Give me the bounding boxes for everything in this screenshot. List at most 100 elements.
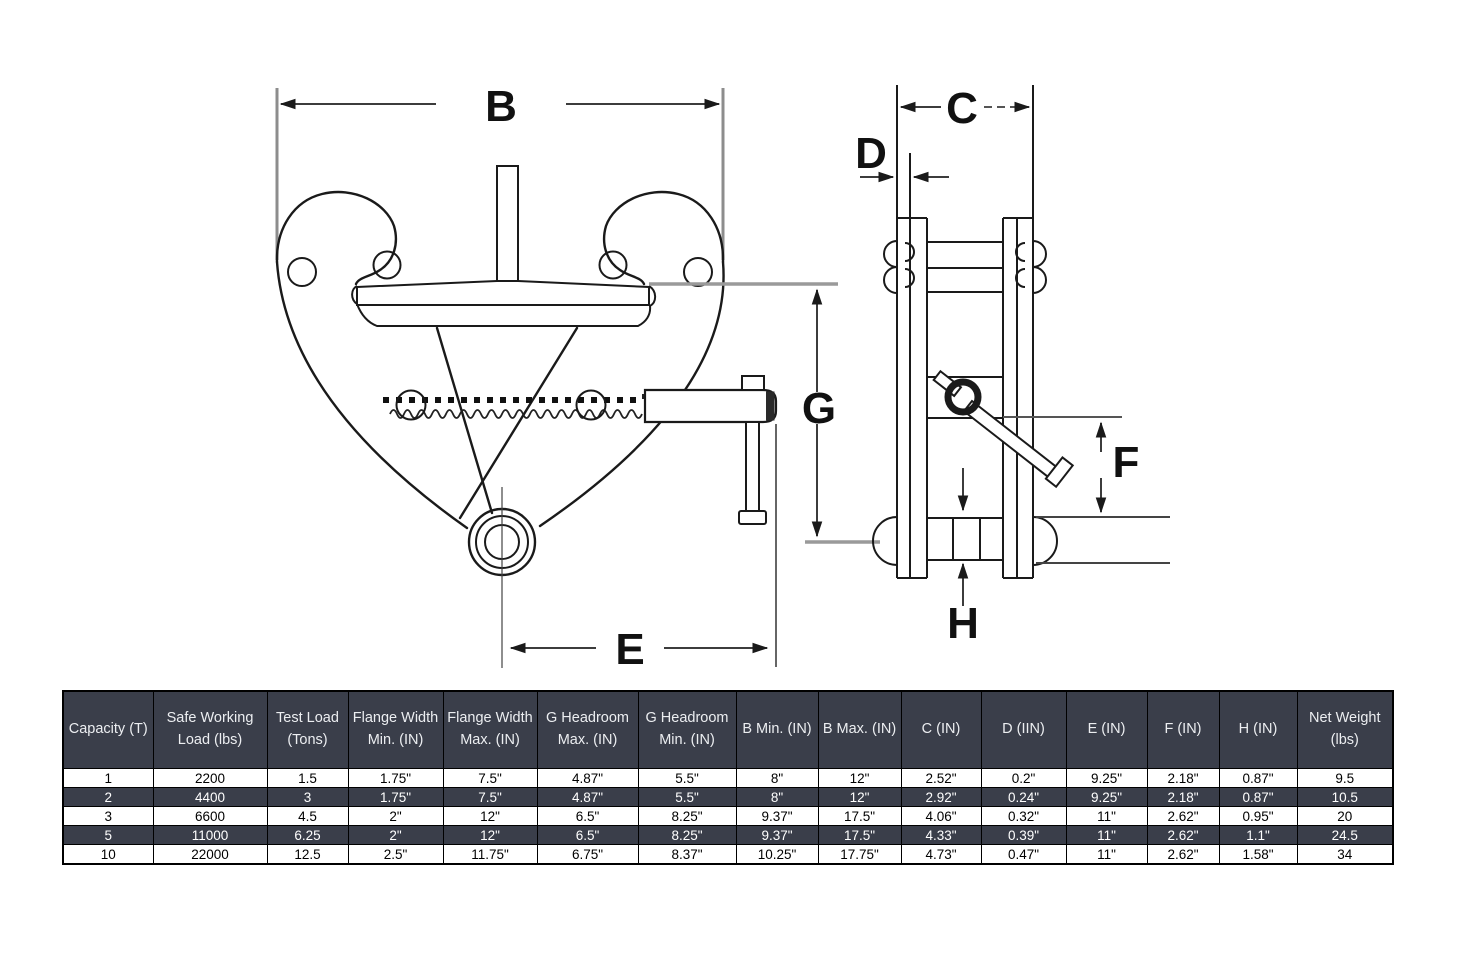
dimension-f: F [1003, 416, 1139, 514]
table-cell: 6.5" [536, 806, 639, 826]
table-cell: 17.5" [817, 806, 902, 826]
table-cell: 1.75" [347, 768, 444, 788]
table-cell: 12.5 [266, 844, 349, 865]
dimension-h-label: H [947, 599, 979, 648]
table-cell: 4.33" [900, 825, 982, 845]
table-cell: 12" [817, 787, 902, 807]
table-cell: 2" [347, 825, 444, 845]
tommy-bar-front [643, 375, 778, 525]
table-cell: 24.5 [1296, 825, 1394, 845]
table-cell: 4.73" [900, 844, 982, 865]
jaw-hole [287, 257, 317, 287]
spec-table-container: Capacity (T)Safe Working Load (lbs)Test … [62, 690, 1394, 865]
table-cell: 8" [735, 787, 819, 807]
table-cell: 12" [442, 825, 538, 845]
table-cell: 2.62" [1146, 825, 1220, 845]
table-cell: 9.5 [1296, 768, 1394, 788]
clamp-jaw [351, 285, 657, 327]
cross-bars [927, 241, 1003, 419]
table-cell: 0.2" [980, 768, 1067, 788]
dimension-c-label: C [946, 84, 978, 133]
table-cell: 0.47" [980, 844, 1067, 865]
table-cell: 7.5" [442, 787, 538, 807]
table-cell: 9.37" [735, 825, 819, 845]
table-cell: 4.5 [266, 806, 349, 826]
jaw-scrolls-side [883, 240, 1047, 294]
dimension-g-label: G [802, 384, 836, 433]
front-view: B [275, 82, 880, 674]
column-header: Safe Working Load (lbs) [152, 690, 268, 769]
table-cell: 22000 [152, 844, 268, 865]
column-header: B Min. (IN) [735, 690, 819, 769]
dimension-b: B [275, 82, 725, 260]
table-cell: 7.5" [442, 768, 538, 788]
dimension-d-label: D [855, 129, 887, 178]
column-header: Flange Width Min. (IN) [347, 690, 444, 769]
table-cell: 2.18" [1146, 787, 1220, 807]
spec-table: Capacity (T)Safe Working Load (lbs)Test … [62, 690, 1394, 865]
column-header: Capacity (T) [62, 690, 154, 769]
table-cell: 4400 [152, 787, 268, 807]
table-cell: 8" [735, 768, 819, 788]
dimension-g: G [649, 282, 880, 544]
table-cell: 8.25" [637, 806, 737, 826]
table-cell: 9.37" [735, 806, 819, 826]
dimension-h: H [947, 468, 979, 648]
table-cell: 0.39" [980, 825, 1067, 845]
dimension-c: C [899, 84, 1031, 133]
side-plates [896, 85, 1034, 579]
table-cell: 10.25" [735, 844, 819, 865]
column-header: E (IN) [1065, 690, 1148, 769]
table-cell: 6600 [152, 806, 268, 826]
jaw-hole [598, 250, 628, 280]
table-cell: 2200 [152, 768, 268, 788]
table-cell: 10.5 [1296, 787, 1394, 807]
column-header: Flange Width Max. (IN) [442, 690, 538, 769]
table-cell: 3 [266, 787, 349, 807]
table-cell: 6.5" [536, 825, 639, 845]
table-cell: 0.87" [1218, 768, 1298, 788]
table-cell: 5.5" [637, 768, 737, 788]
column-header: G Headroom Min. (IN) [637, 690, 737, 769]
column-header: H (IN) [1218, 690, 1298, 769]
table-cell: 2.5" [347, 844, 444, 865]
table-cell: 11000 [152, 825, 268, 845]
table-cell: 2.62" [1146, 806, 1220, 826]
table-cell: 4.06" [900, 806, 982, 826]
table-cell: 9.25" [1065, 787, 1148, 807]
side-view: C D F H [855, 84, 1170, 648]
bottom-pin [872, 516, 1170, 566]
clamp-body [275, 190, 725, 668]
table-cell: 3 [62, 806, 154, 826]
table-cell: 4.87" [536, 768, 639, 788]
table-cell: 20 [1296, 806, 1394, 826]
table-cell: 2 [62, 787, 154, 807]
table-cell: 34 [1296, 844, 1394, 865]
table-cell: 5 [62, 825, 154, 845]
table-cell: 11" [1065, 825, 1148, 845]
table-cell: 0.24" [980, 787, 1067, 807]
column-header: Net Weight (lbs) [1296, 690, 1394, 769]
table-cell: 8.37" [637, 844, 737, 865]
header-row: Capacity (T)Safe Working Load (lbs)Test … [62, 690, 1394, 769]
table-cell: 12" [442, 806, 538, 826]
table-cell: 6.25 [266, 825, 349, 845]
table-cell: 17.75" [817, 844, 902, 865]
table-cell: 11.75" [442, 844, 538, 865]
dimension-e: E [509, 424, 777, 674]
dimension-d: D [855, 129, 949, 183]
column-header: F (IN) [1146, 690, 1220, 769]
table-cell: 2.62" [1146, 844, 1220, 865]
table-cell: 0.95" [1218, 806, 1298, 826]
column-header: Test Load (Tons) [266, 690, 349, 769]
jaw-hole [683, 257, 713, 287]
table-cell: 2.18" [1146, 768, 1220, 788]
table-cell: 12" [817, 768, 902, 788]
